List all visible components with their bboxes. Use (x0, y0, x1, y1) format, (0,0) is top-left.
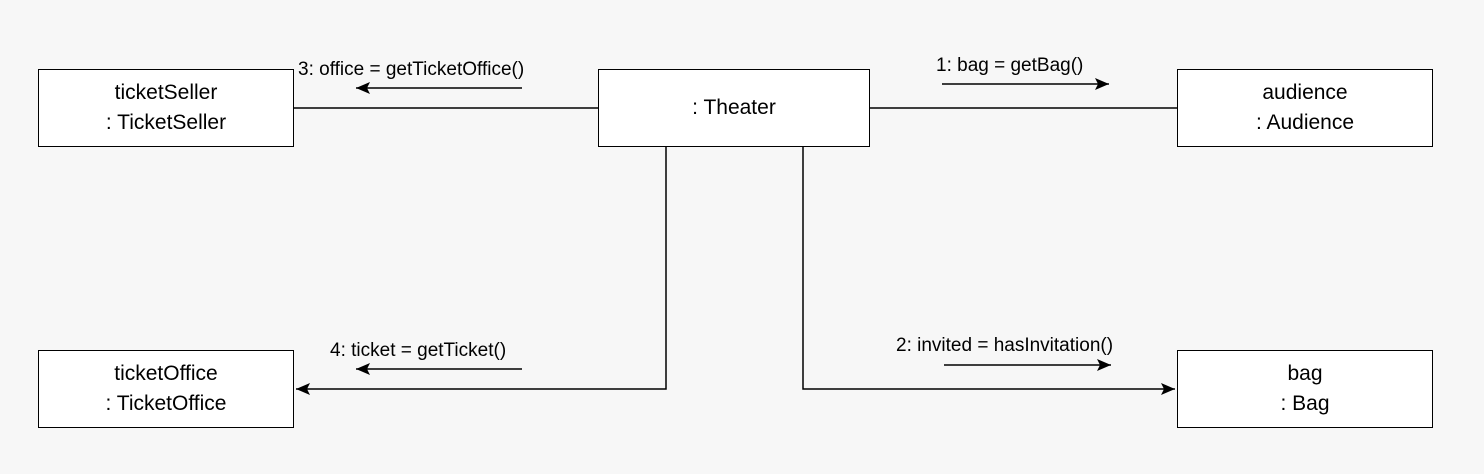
link-theater-bag (802, 147, 1175, 395)
object-audience-name: audience (1262, 81, 1348, 104)
object-ticket-office-name: ticketOffice (114, 362, 218, 385)
object-audience-type: : Audience (1255, 111, 1355, 134)
object-ticket-seller[interactable]: ticketSeller : TicketSeller (38, 69, 294, 147)
object-ticket-seller-type: : TicketSeller (105, 111, 227, 134)
message-label-2: 2: invited = hasInvitation() (894, 335, 1116, 357)
message-label-4: 4: ticket = getTicket() (328, 340, 509, 362)
object-ticket-office[interactable]: ticketOffice : TicketOffice (38, 350, 294, 428)
message-label-3: 3: office = getTicketOffice() (296, 59, 527, 81)
object-theater[interactable]: : Theater (598, 69, 870, 147)
object-theater-name: : Theater (692, 96, 776, 119)
object-bag-type: : Bag (1280, 392, 1330, 415)
object-audience[interactable]: audience : Audience (1177, 69, 1433, 147)
object-bag[interactable]: bag : Bag (1177, 350, 1433, 428)
message-label-1: 1: bag = getBag() (934, 55, 1086, 77)
object-ticket-seller-name: ticketSeller (114, 81, 218, 104)
link-theater-ticketoffice (296, 147, 667, 395)
object-bag-name: bag (1287, 362, 1323, 385)
object-ticket-office-type: : TicketOffice (105, 392, 227, 415)
